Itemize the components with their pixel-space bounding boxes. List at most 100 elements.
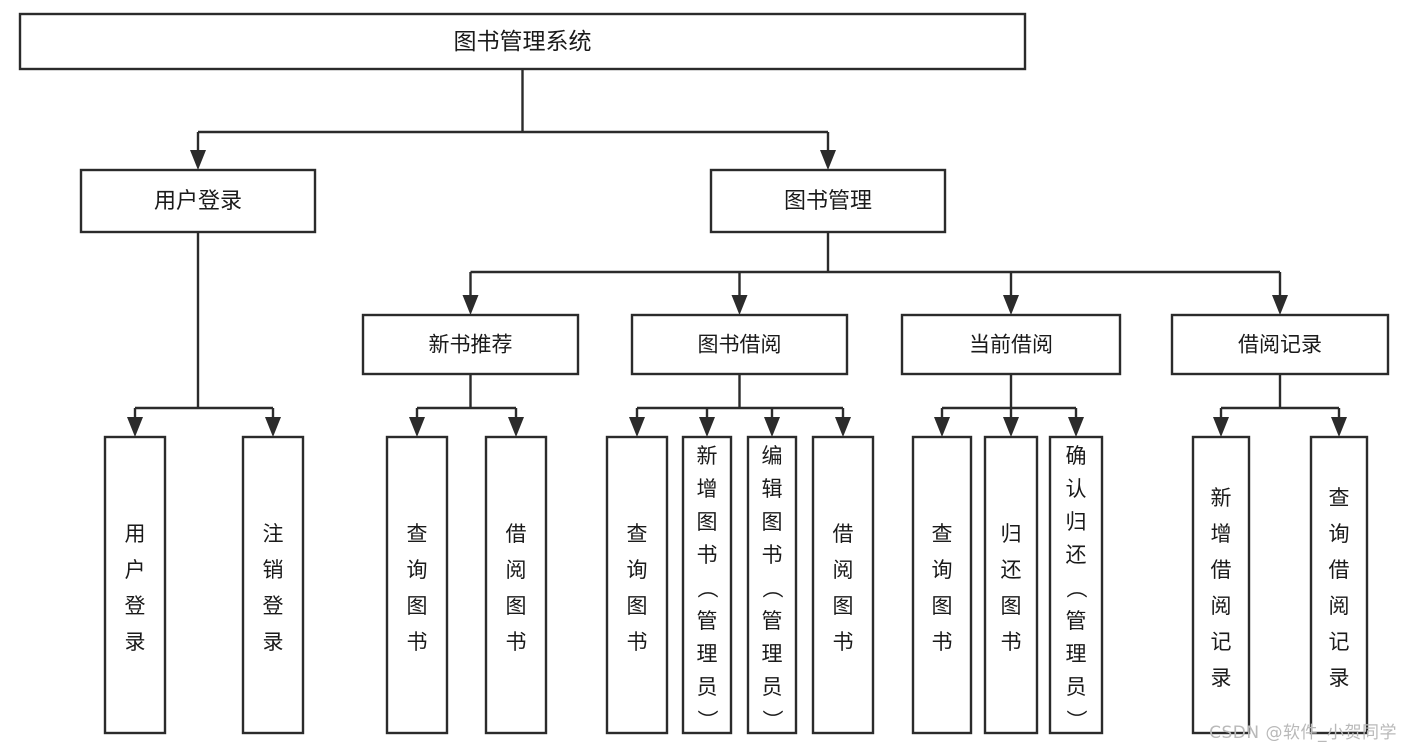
node-leaf-return-book-rect[interactable] xyxy=(983,435,1039,735)
node-leaf-query-book-1-char: 书 xyxy=(407,630,428,654)
node-leaf-borrow-book-1-char: 书 xyxy=(506,630,527,654)
node-root[interactable]: 图书管理系统 xyxy=(18,12,1027,71)
node-leaf-user-login[interactable]: 用户登录 xyxy=(103,435,167,735)
node-leaf-confirm-return-char: （ xyxy=(1064,578,1088,599)
node-user-login-rect[interactable] xyxy=(79,168,317,234)
node-leaf-query-book-1-char: 查 xyxy=(407,522,428,546)
node-leaf-add-book-char: 增 xyxy=(697,477,718,501)
node-leaf-query-record-char: 阅 xyxy=(1329,594,1350,618)
arrow-head-icon xyxy=(820,150,836,170)
node-leaf-confirm-return-char: 确 xyxy=(1066,444,1087,468)
arrow-head-icon xyxy=(934,417,950,437)
node-leaf-add-record-char: 记 xyxy=(1211,630,1232,654)
node-leaf-add-book-char: 员 xyxy=(697,675,718,699)
node-book-mgmt[interactable]: 图书管理 xyxy=(709,168,947,234)
node-root-label: 图书管理系统 xyxy=(454,29,592,55)
node-leaf-edit-book-char: 员 xyxy=(762,675,783,699)
node-leaf-query-book-1-char: 询 xyxy=(407,558,428,582)
node-leaf-borrow-book-2-char: 图 xyxy=(833,594,854,618)
arrow-head-icon xyxy=(731,295,748,315)
node-leaf-edit-book-char: （ xyxy=(760,578,784,599)
node-leaf-user-login-rect[interactable] xyxy=(103,435,167,735)
node-leaf-logout-login-char: 录 xyxy=(263,630,284,654)
node-leaf-borrow-book-2-char: 阅 xyxy=(833,558,854,582)
node-leaf-add-record-char: 录 xyxy=(1211,666,1232,690)
node-leaf-return-book-char: 还 xyxy=(1001,558,1022,582)
node-leaf-user-login-char: 户 xyxy=(125,558,146,582)
node-new-book-rec-rect[interactable] xyxy=(361,313,580,376)
node-leaf-query-book-2-char: 书 xyxy=(627,630,648,654)
node-boxes: 图书管理系统用户登录图书管理新书推荐图书借阅当前借阅借阅记录用户登录注销登录查询… xyxy=(18,12,1390,735)
arrow-head-icon xyxy=(699,417,715,437)
arrow-head-icon xyxy=(127,417,143,437)
node-leaf-query-book-3-char: 查 xyxy=(932,522,953,546)
node-leaf-add-record-rect[interactable] xyxy=(1191,435,1251,735)
node-leaf-borrow-book-1-char: 图 xyxy=(506,594,527,618)
node-borrow-record-label: 借阅记录 xyxy=(1238,333,1322,357)
arrow-head-icon xyxy=(1068,417,1084,437)
node-leaf-confirm-return-char: 认 xyxy=(1066,477,1087,501)
node-leaf-return-book-char: 书 xyxy=(1001,630,1022,654)
node-leaf-add-book-rect[interactable] xyxy=(681,435,733,735)
node-leaf-confirm-return-char: 还 xyxy=(1066,543,1087,567)
node-leaf-add-record-char: 阅 xyxy=(1211,594,1232,618)
node-book-mgmt-rect[interactable] xyxy=(709,168,947,234)
node-book-borrow-rect[interactable] xyxy=(630,313,849,376)
node-new-book-rec[interactable]: 新书推荐 xyxy=(361,313,580,376)
node-new-book-rec-label: 新书推荐 xyxy=(429,333,513,357)
node-leaf-logout-login-rect[interactable] xyxy=(241,435,305,735)
node-leaf-query-book-3-char: 询 xyxy=(932,558,953,582)
arrow-head-icon xyxy=(1213,417,1229,437)
node-current-borrow[interactable]: 当前借阅 xyxy=(900,313,1122,376)
node-leaf-borrow-book-1-char: 阅 xyxy=(506,558,527,582)
node-leaf-add-book-char: 新 xyxy=(697,444,718,468)
node-leaf-query-book-3-char: 书 xyxy=(932,630,953,654)
node-leaf-borrow-book-1-char: 借 xyxy=(506,522,527,546)
node-user-login[interactable]: 用户登录 xyxy=(79,168,317,234)
node-leaf-add-book-char: （ xyxy=(695,578,719,599)
node-leaf-query-record-rect[interactable] xyxy=(1309,435,1369,735)
node-root-rect[interactable] xyxy=(18,12,1027,71)
arrow-head-icon xyxy=(462,295,479,315)
arrow-head-icon xyxy=(1003,295,1019,315)
node-leaf-confirm-return-char: 归 xyxy=(1066,510,1087,534)
arrow-head-icon xyxy=(629,417,645,437)
node-leaf-logout-login-char: 登 xyxy=(263,594,284,618)
node-leaf-edit-book-char: ） xyxy=(760,710,784,731)
node-leaf-query-book-2-rect[interactable] xyxy=(605,435,669,735)
node-leaf-query-record-char: 询 xyxy=(1329,522,1350,546)
node-book-borrow-label: 图书借阅 xyxy=(698,333,782,357)
node-leaf-edit-book-rect[interactable] xyxy=(746,435,798,735)
node-leaf-query-record-char: 查 xyxy=(1329,486,1350,510)
arrow-head-icon xyxy=(265,417,281,437)
node-leaf-logout-login-char: 销 xyxy=(263,558,284,582)
node-leaf-borrow-book-2-rect[interactable] xyxy=(811,435,875,735)
arrow-head-icon xyxy=(1003,417,1019,437)
node-current-borrow-rect[interactable] xyxy=(900,313,1122,376)
node-leaf-logout-login-char: 注 xyxy=(263,522,284,546)
node-borrow-record[interactable]: 借阅记录 xyxy=(1170,313,1390,376)
node-leaf-confirm-return-rect[interactable] xyxy=(1048,435,1104,735)
node-leaf-query-book-1-rect[interactable] xyxy=(385,435,449,735)
node-leaf-confirm-return-char: 理 xyxy=(1066,642,1087,666)
node-leaf-query-book-3-rect[interactable] xyxy=(911,435,973,735)
node-book-borrow[interactable]: 图书借阅 xyxy=(630,313,849,376)
node-leaf-query-book-1-char: 图 xyxy=(407,594,428,618)
node-leaf-edit-book-char: 图 xyxy=(762,510,783,534)
node-leaf-user-login-char: 登 xyxy=(125,594,146,618)
node-leaf-add-book-char: 理 xyxy=(697,642,718,666)
node-borrow-record-rect[interactable] xyxy=(1170,313,1390,376)
node-leaf-borrow-book-1-rect[interactable] xyxy=(484,435,548,735)
